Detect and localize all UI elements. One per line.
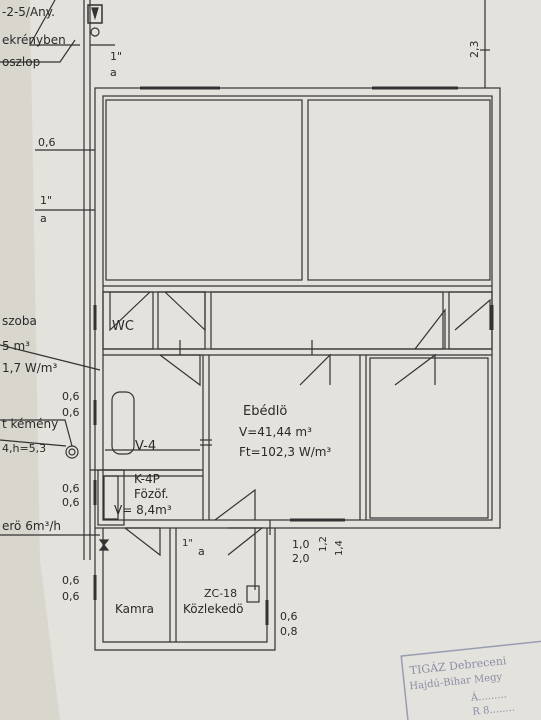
gas-pipes (0, 0, 490, 603)
dim-label: 0,6 (62, 406, 80, 419)
appliance-label: K-4P (134, 472, 160, 486)
dim-label: 0,6 (62, 574, 80, 587)
dim-label: 1,0 (292, 538, 310, 551)
room-label: Fözöf. (134, 487, 169, 501)
note-line-3: oszlop (2, 55, 40, 69)
dim-label: 0,6 (38, 136, 56, 149)
dim-label: 1,2 (318, 536, 329, 552)
dim-label: 1,4 (334, 540, 345, 556)
dim-label: 0,8 (280, 625, 298, 638)
note-line-1: -2-5/Any. (2, 5, 55, 19)
pipe-type-label: a (110, 66, 117, 79)
dim-label: 0,6 (62, 496, 80, 509)
room-rate: 1,7 W/m³ (2, 361, 57, 375)
pipe-size-label: 1" (182, 538, 193, 549)
dim-label: 0,6 (62, 390, 80, 403)
room-volume: 5 m³ (2, 339, 30, 353)
dim-label: 2,0 (292, 552, 310, 565)
dim-label: 0,6 (62, 482, 80, 495)
labels: -2-5/Any. ekrényben oszlop 2,3 1" a 0,6 … (2, 5, 481, 638)
dim-label: 2,3 (468, 41, 481, 59)
pipe-type-label: a (198, 545, 205, 558)
room-label: Közlekedö (183, 602, 244, 616)
room-label: Kamra (115, 602, 154, 616)
pipe-type-label: a (40, 212, 47, 225)
stamp-text: R 8........ (472, 703, 515, 718)
dim-label: 0,6 (280, 610, 298, 623)
room-label: WC (112, 319, 134, 334)
appliance-label: V-4 (135, 439, 156, 454)
pipe-size-label: 1" (40, 194, 52, 207)
room-volume: V=41,44 m³ (239, 425, 312, 439)
room-label: szoba (2, 314, 37, 328)
chimney-height: 4,h=5,3 (2, 442, 46, 455)
stamp-text: Á......... (469, 688, 507, 704)
appliance-label: ZC-18 (204, 587, 237, 600)
dim-label: 0,6 (62, 590, 80, 603)
meter-label: erö 6m³/h (2, 519, 61, 533)
room-volume: V= 8,4m³ (114, 503, 172, 517)
chimney-label: t kémény (2, 417, 58, 431)
walls (93, 86, 501, 651)
note-line-2: ekrényben (2, 33, 66, 47)
room-rate: Ft=102,3 W/m³ (239, 445, 331, 459)
pipe-size-label: 1" (110, 50, 122, 63)
room-label: Ebédlö (243, 404, 287, 419)
